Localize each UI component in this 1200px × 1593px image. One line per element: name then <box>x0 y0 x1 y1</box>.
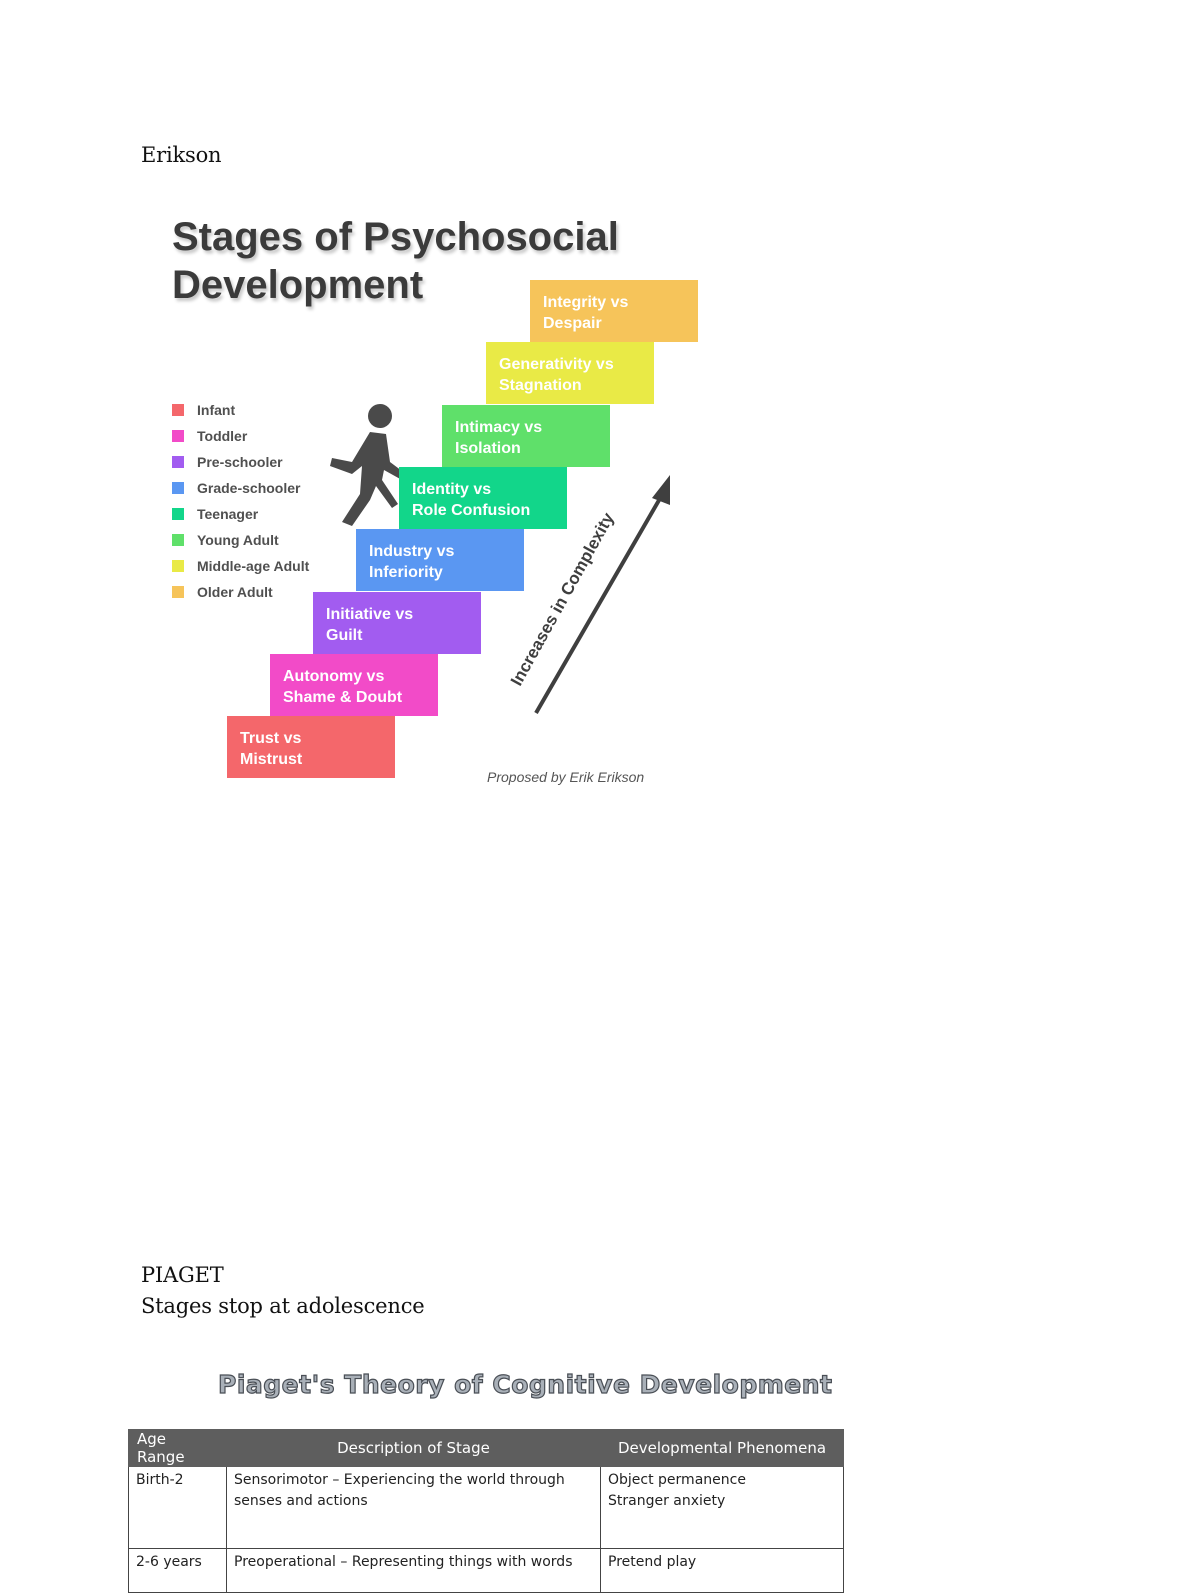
stage-line2: Guilt <box>326 627 363 644</box>
legend-item-infant: Infant <box>172 397 309 423</box>
legend-label: Toddler <box>197 428 248 444</box>
piaget-note: Stages stop at adolescence <box>141 1294 425 1318</box>
phenomena-item: Pretend play <box>608 1554 697 1570</box>
legend-label: Young Adult <box>197 532 279 548</box>
description-text-cont: senses and actions <box>234 1493 368 1509</box>
stage-line1: Autonomy vs <box>283 668 385 685</box>
legend-swatch <box>172 482 184 494</box>
piaget-stages-table: Age Range Description of Stage Developme… <box>128 1429 844 1593</box>
legend-item-older-adult: Older Adult <box>172 579 309 605</box>
column-header-description: Description of Stage <box>226 1429 601 1467</box>
description-cell: Sensorimotor – Experiencing the world th… <box>226 1466 601 1549</box>
stage-line2: Inferiority <box>369 564 443 581</box>
legend-label: Older Adult <box>197 584 273 600</box>
stage-line2: Shame & Doubt <box>283 689 403 706</box>
age-cell: 2-6 years <box>128 1548 227 1593</box>
table-row: 2-6 years Preoperational – Representing … <box>128 1548 844 1593</box>
legend-swatch <box>172 534 184 546</box>
figure-credit: Proposed by Erik Erikson <box>487 769 645 785</box>
phenomena-item: Stranger anxiety <box>608 1493 726 1509</box>
stage-line1: Initiative vs <box>326 606 414 623</box>
stage-step-autonomy: Autonomy vs Shame & Doubt <box>270 654 438 716</box>
legend-swatch <box>172 404 184 416</box>
description-text: Sensorimotor – Experiencing the world th… <box>234 1472 565 1488</box>
legend-label: Teenager <box>197 506 259 522</box>
legend-item-pre-schooler: Pre-schooler <box>172 449 309 475</box>
legend-item-middle-age-adult: Middle-age Adult <box>172 553 309 579</box>
stage-line1: Trust vs <box>240 730 302 747</box>
stage-step-integrity: Integrity vs Despair <box>530 280 698 342</box>
piaget-figure-heading: Piaget's Theory of Cognitive Development <box>217 1369 833 1399</box>
phenomena-cell: Object permanence Stranger anxiety <box>600 1466 844 1549</box>
walking-person-icon <box>330 404 406 526</box>
stage-line1: Identity vs <box>412 481 492 498</box>
legend-item-teenager: Teenager <box>172 501 309 527</box>
stage-step-initiative: Initiative vs Guilt <box>313 592 481 654</box>
stage-step-industry: Industry vs Inferiority <box>356 529 524 591</box>
legend-swatch <box>172 560 184 572</box>
stage-step-generativity: Generativity vs Stagnation <box>486 342 654 404</box>
age-legend: Infant Toddler Pre-schooler Grade-school… <box>172 397 309 605</box>
legend-item-grade-schooler: Grade-schooler <box>172 475 309 501</box>
stage-line2: Stagnation <box>499 377 582 394</box>
stage-line2: Mistrust <box>240 751 303 768</box>
stage-line1: Intimacy vs <box>455 419 543 436</box>
erikson-label: Erikson <box>141 143 222 167</box>
table-header-row: Age Range Description of Stage Developme… <box>128 1429 844 1467</box>
legend-item-young-adult: Young Adult <box>172 527 309 553</box>
stage-line1: Generativity vs <box>499 356 614 373</box>
erikson-stages-figure: Stages of Psychosocial Development Infan… <box>150 195 710 805</box>
figure-title-line2: Development <box>172 263 424 307</box>
figure-title-line1: Stages of Psychosocial <box>172 215 619 259</box>
legend-label: Pre-schooler <box>197 454 283 470</box>
phenomena-item: Object permanence <box>608 1472 746 1488</box>
age-cell: Birth-2 <box>128 1466 227 1549</box>
legend-item-toddler: Toddler <box>172 423 309 449</box>
table-row: Birth-2 Sensorimotor – Experiencing the … <box>128 1466 844 1549</box>
arrow-head-icon <box>652 475 670 505</box>
legend-label: Grade-schooler <box>197 480 301 496</box>
legend-swatch <box>172 508 184 520</box>
complexity-arrow: Increases in Complexity <box>507 475 670 715</box>
stage-line2: Role Confusion <box>412 502 531 519</box>
stage-step-trust: Trust vs Mistrust <box>227 716 395 778</box>
column-header-phenomena: Developmental Phenomena <box>600 1429 844 1467</box>
phenomena-cell: Pretend play <box>600 1548 844 1593</box>
legend-swatch <box>172 430 184 442</box>
stage-line1: Integrity vs <box>543 294 629 311</box>
legend-label: Infant <box>197 402 236 418</box>
legend-swatch <box>172 456 184 468</box>
stage-line1: Industry vs <box>369 543 455 560</box>
piaget-label: PIAGET <box>141 1263 224 1287</box>
stage-step-identity: Identity vs Role Confusion <box>399 467 567 529</box>
stage-line2: Despair <box>543 315 602 332</box>
column-header-age-range: Age Range <box>128 1429 227 1467</box>
description-text: Preoperational – Representing things wit… <box>234 1554 573 1570</box>
stage-step-intimacy: Intimacy vs Isolation <box>442 405 610 467</box>
stage-line2: Isolation <box>455 440 521 457</box>
description-cell: Preoperational – Representing things wit… <box>226 1548 601 1593</box>
legend-label: Middle-age Adult <box>197 558 310 574</box>
legend-swatch <box>172 586 184 598</box>
figure-title: Stages of Psychosocial Development <box>172 213 619 309</box>
